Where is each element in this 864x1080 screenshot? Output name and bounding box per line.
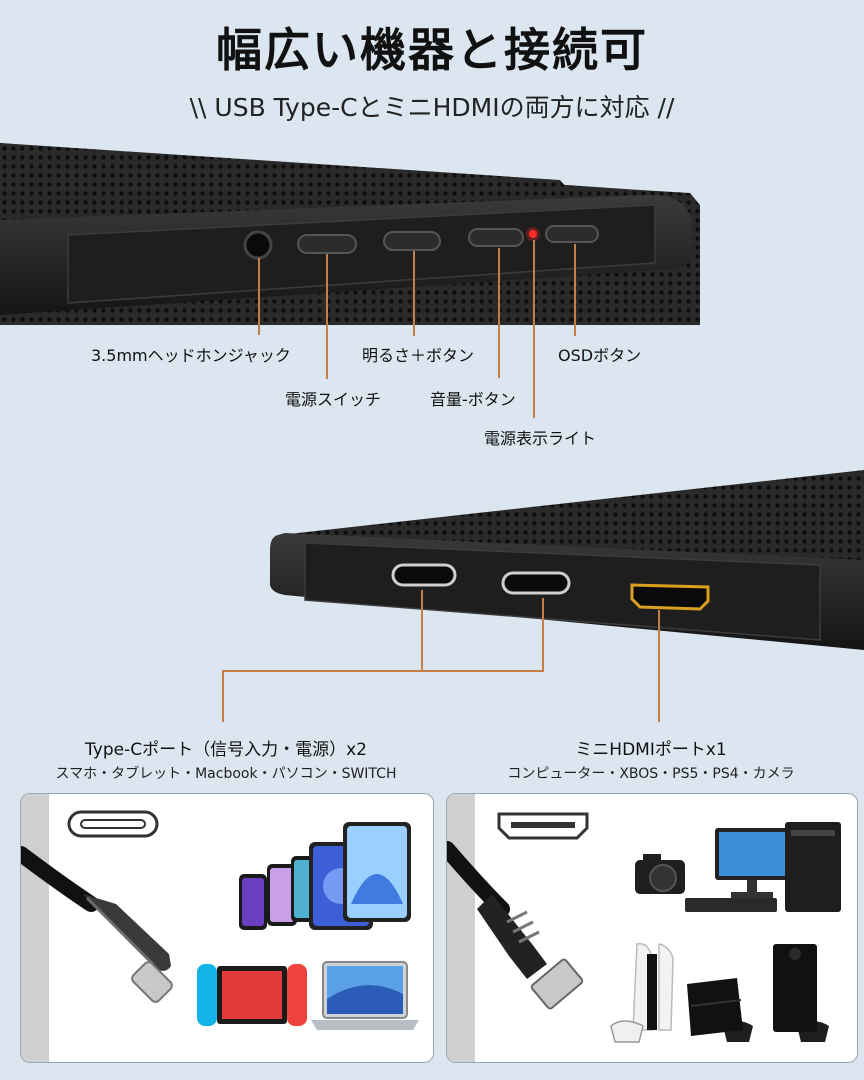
callout-line-volume xyxy=(498,248,500,378)
callout-line-typec-2 xyxy=(542,598,544,670)
label-volume-minus: 音量-ボタン xyxy=(430,390,516,409)
label-brightness-plus: 明るさ＋ボタン xyxy=(362,346,475,365)
monitor-side-ports-illustration xyxy=(270,470,864,650)
callout-line-audio xyxy=(258,258,260,335)
callout-line-led xyxy=(533,240,535,418)
page-title: 幅広い機器と接続可 xyxy=(216,23,648,77)
typec-device-list: スマホ・タブレット・Macbook・パソコン・SWITCH xyxy=(55,766,397,782)
label-power-led: 電源表示ライト xyxy=(484,429,597,448)
callout-line-hdmi xyxy=(658,610,660,722)
typec-devices-panel xyxy=(20,793,434,1063)
typec-port-title: Type-Cポート（信号入力・電源）x2 xyxy=(85,740,367,760)
tablet-icon xyxy=(309,822,411,930)
hdmi-port-title: ミニHDMIポートx1 xyxy=(575,740,727,760)
label-power-switch: 電源スイッチ xyxy=(285,390,382,409)
desktop-pc-icon xyxy=(685,822,841,912)
smartphone-icon xyxy=(239,856,321,930)
hdmi-devices-panel xyxy=(446,793,858,1063)
camera-icon xyxy=(635,854,685,894)
xbox-icon xyxy=(773,944,817,1032)
hdmi-cable-icon xyxy=(447,841,584,1010)
hdmi-port-icon xyxy=(497,812,589,840)
monitor-side-buttons-illustration xyxy=(0,143,700,325)
laptop-icon xyxy=(311,961,419,1030)
label-audio-jack: 3.5mmヘッドホンジャック xyxy=(91,346,291,365)
usb-c-cable-icon xyxy=(21,846,173,1003)
callout-line-power-switch xyxy=(326,254,328,379)
callout-line-typec-1 xyxy=(421,590,423,670)
audio-jack-icon xyxy=(243,230,273,260)
label-osd-button: OSDボタン xyxy=(558,346,642,365)
callout-line-brightness xyxy=(413,251,415,336)
ps4-icon xyxy=(687,978,743,1036)
callout-line-typec-down xyxy=(222,670,224,722)
ps5-icon xyxy=(632,942,674,1031)
switch-console-icon xyxy=(197,964,307,1026)
page-subtitle: \\ USB Type-CとミニHDMIの両方に対応 // xyxy=(189,93,675,122)
hdmi-device-list: コンピューター・XBOS・PS5・PS4・カメラ xyxy=(507,766,795,782)
callout-line-typec-join xyxy=(222,670,544,672)
callout-line-osd xyxy=(574,244,576,336)
usb-c-port-icon xyxy=(67,810,159,838)
